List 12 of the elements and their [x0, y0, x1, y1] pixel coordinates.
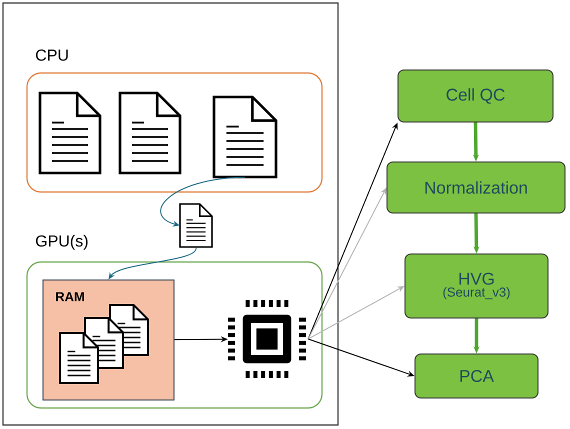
document-icon	[118, 92, 182, 174]
group-label: GPU(s)	[36, 234, 88, 250]
process-box: Normalization	[386, 162, 566, 214]
frame-box	[2, 2, 339, 426]
chip-icon	[228, 300, 306, 378]
group-label: CPU	[36, 49, 68, 61]
document-icon	[212, 96, 278, 178]
process-box: PCA	[414, 354, 538, 398]
document-icon	[38, 92, 102, 174]
process-box: HVG (Seurat_v3)	[404, 254, 548, 318]
document-icon	[179, 203, 213, 248]
process-box: Cell QC	[398, 70, 554, 122]
